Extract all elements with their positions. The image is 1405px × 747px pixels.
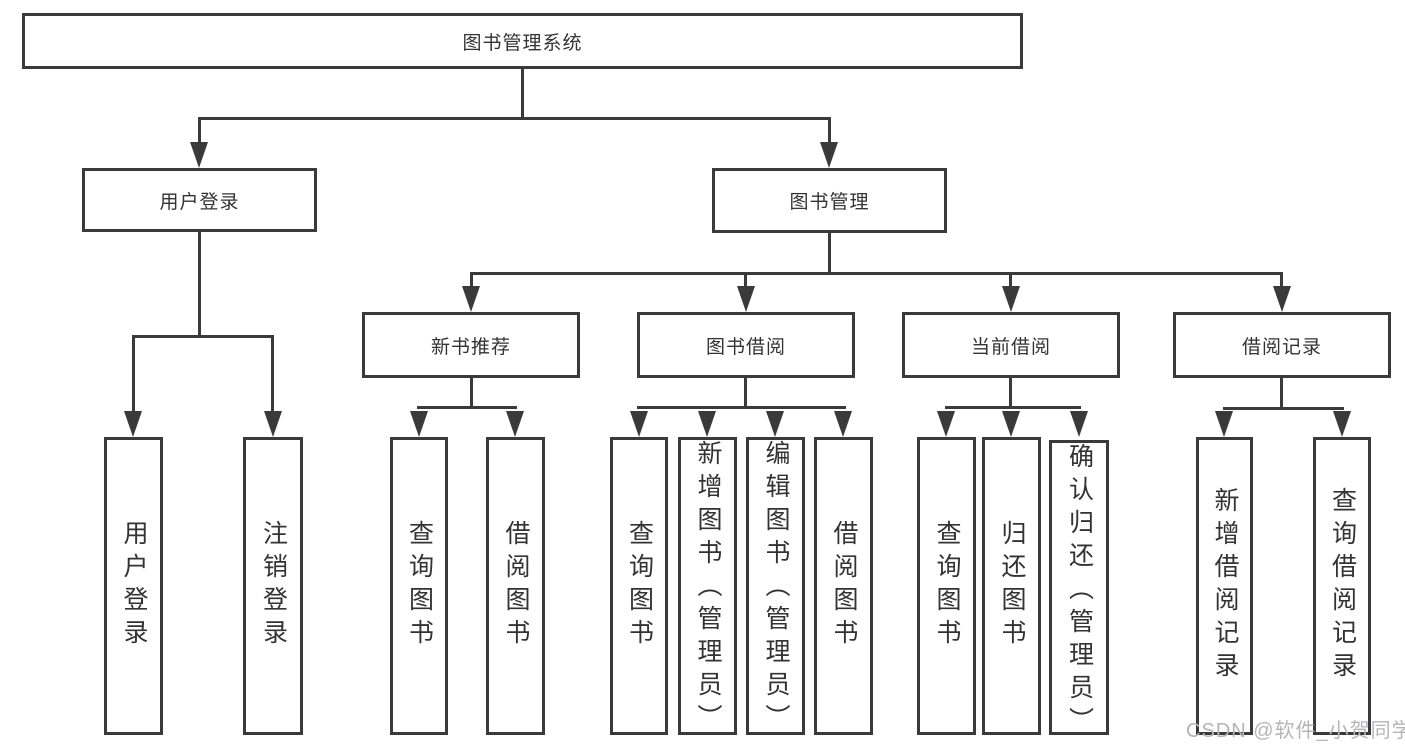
leaf-label: 确认归还（管理员） [1065,443,1094,740]
connector-leaf-stem [1009,272,1012,290]
leaf-user-login: 用户登录 [104,437,163,735]
leaf-label: 借阅图书 [502,520,530,652]
connector-leaf-stem [271,335,274,415]
connector-newbook-down [470,378,473,409]
leaf-label: 查询图书 [625,520,654,652]
connector-bookborrow-hline [637,406,846,409]
connector-currentborrow-down [1009,378,1012,409]
connector-leaf-stem [744,272,747,290]
connector-newbook-hline [417,406,517,409]
arrow-down-icon [1002,286,1020,312]
leaf-label: 编辑图书（管理员） [762,440,790,737]
leaf-query-books-2: 查询图书 [610,437,668,735]
node-book-borrowing: 图书借阅 [637,312,855,378]
leaf-label: 新增借阅记录 [1211,487,1239,685]
leaf-label: 查询借阅记录 [1328,487,1357,685]
arrow-down-icon [1333,411,1351,437]
connector-user-login-hline [132,335,274,338]
arrow-down-icon [264,411,282,437]
arrow-down-icon [506,411,524,437]
connector-leaf-stem [1280,272,1283,290]
arrow-down-icon [820,142,838,168]
connector-level2-hline [198,117,831,120]
leaf-borrow-books-1: 借阅图书 [486,437,545,735]
leaf-query-books-3: 查询图书 [917,437,976,735]
connector-records-hline [1223,407,1344,410]
arrow-down-icon [190,142,208,168]
leaf-return-books: 归还图书 [982,437,1041,735]
leaf-confirm-return-admin: 确认归还（管理员） [1049,440,1109,740]
arrow-down-icon [1273,286,1291,312]
connector-leaf-stem [132,335,135,415]
leaf-label: 注销登录 [259,520,288,652]
leaf-label: 查询图书 [933,520,961,652]
connector-records-down [1280,378,1283,410]
leaf-label: 新增图书（管理员） [694,440,722,737]
leaf-edit-books-admin: 编辑图书（管理员） [746,437,805,737]
connector-currentborrow-hline [945,406,1081,409]
arrow-down-icon [462,286,480,312]
node-user-login: 用户登录 [82,168,317,232]
arrow-down-icon [1070,411,1088,437]
node-borrowing-records: 借阅记录 [1173,312,1391,378]
leaf-add-borrow-record: 新增借阅记录 [1196,437,1253,735]
leaf-label: 用户登录 [120,520,148,652]
leaf-logout: 注销登录 [243,437,303,735]
connector-root-stem [521,69,524,120]
connector-user-login-down [198,232,201,336]
leaf-label: 归还图书 [998,520,1026,652]
arrow-down-icon [698,411,716,437]
connector-book-mgmt-down [828,233,831,275]
connector-bookborrow-down [744,378,747,409]
node-book-management: 图书管理 [712,168,947,233]
watermark: CSDN @软件_小贺同学 [1186,720,1405,742]
arrow-down-icon [834,411,852,437]
leaf-label: 查询图书 [405,520,434,652]
leaf-query-borrow-record: 查询借阅记录 [1313,437,1371,735]
arrow-down-icon [410,411,428,437]
connector-book-mgmt-stem [828,117,831,147]
arrow-down-icon [737,286,755,312]
leaf-borrow-books-2: 借阅图书 [814,437,873,735]
leaf-label: 借阅图书 [830,520,858,652]
arrow-down-icon [124,411,142,437]
arrow-down-icon [766,411,784,437]
leaf-query-books-1: 查询图书 [390,437,448,735]
arrow-down-icon [1215,411,1233,437]
node-new-book-recommendation: 新书推荐 [362,312,580,378]
node-current-borrowing: 当前借阅 [902,312,1120,378]
node-library-management-system: 图书管理系统 [22,13,1023,69]
connector-leaf-stem [470,272,473,290]
arrow-down-icon [630,411,648,437]
arrow-down-icon [1002,411,1020,437]
arrow-down-icon [937,411,955,437]
connector-user-login-stem [198,117,201,147]
connector-level3-hline [470,272,1283,275]
leaf-add-books-admin: 新增图书（管理员） [678,437,737,737]
